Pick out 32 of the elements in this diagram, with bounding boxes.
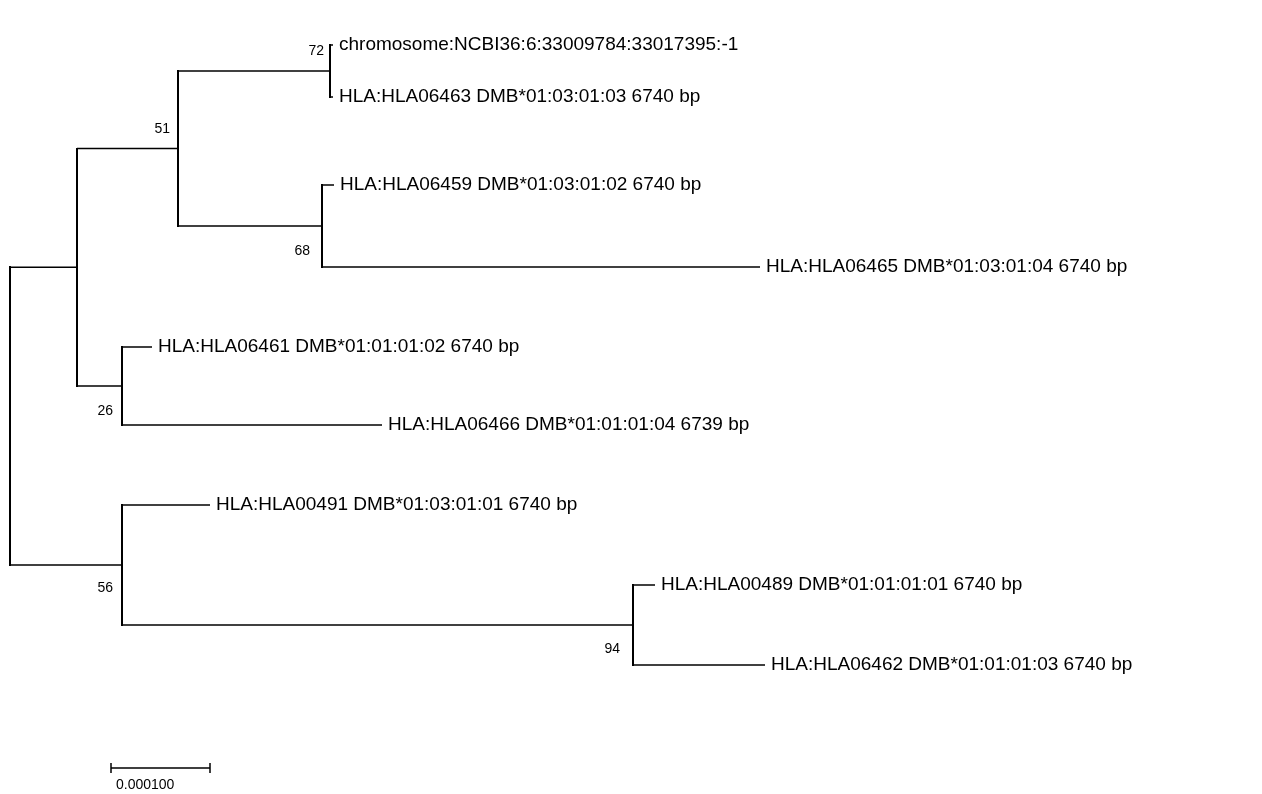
tree-branch [177,70,331,72]
bootstrap-value: 51 [154,120,170,136]
tree-branch [121,624,634,626]
leaf-label: HLA:HLA06462 DMB*01:01:01:03 6740 bp [765,653,1133,675]
tree-branch [632,584,656,586]
tree-branch [76,147,179,150]
bootstrap-value: 26 [97,402,113,418]
leaf-label: chromosome:NCBI36:6:33009784:33017395:-1 [333,33,739,55]
leaf-label: HLA:HLA06465 DMB*01:03:01:04 6740 bp [760,255,1128,277]
tree-branch [121,424,383,426]
tree-branch [9,564,123,566]
tree-branch [121,346,153,348]
tree-branch [76,385,123,387]
leaf-label: HLA:HLA06466 DMB*01:01:01:04 6739 bp [382,413,750,435]
tree-branch [121,504,211,506]
tree-branch [9,266,78,268]
bootstrap-value: 72 [308,42,324,58]
leaf-label: HLA:HLA00489 DMB*01:01:01:01 6740 bp [655,573,1023,595]
bootstrap-value: 94 [604,640,620,656]
leaf-label: HLA:HLA06461 DMB*01:01:01:02 6740 bp [152,335,520,357]
tree-branch [321,266,761,268]
scale-label: 0.000100 [116,776,175,792]
tree-branch [177,225,323,227]
tree-branch [329,96,334,98]
leaf-label: HLA:HLA06463 DMB*01:03:01:03 6740 bp [333,85,701,107]
leaf-label: HLA:HLA06459 DMB*01:03:01:02 6740 bp [334,173,702,195]
leaf-label: HLA:HLA00491 DMB*01:03:01:01 6740 bp [210,493,578,515]
tree-branch [329,44,334,46]
bootstrap-value: 68 [294,242,310,258]
tree-branch [632,664,766,666]
tree-branch [321,184,335,186]
bootstrap-value: 56 [97,579,113,595]
